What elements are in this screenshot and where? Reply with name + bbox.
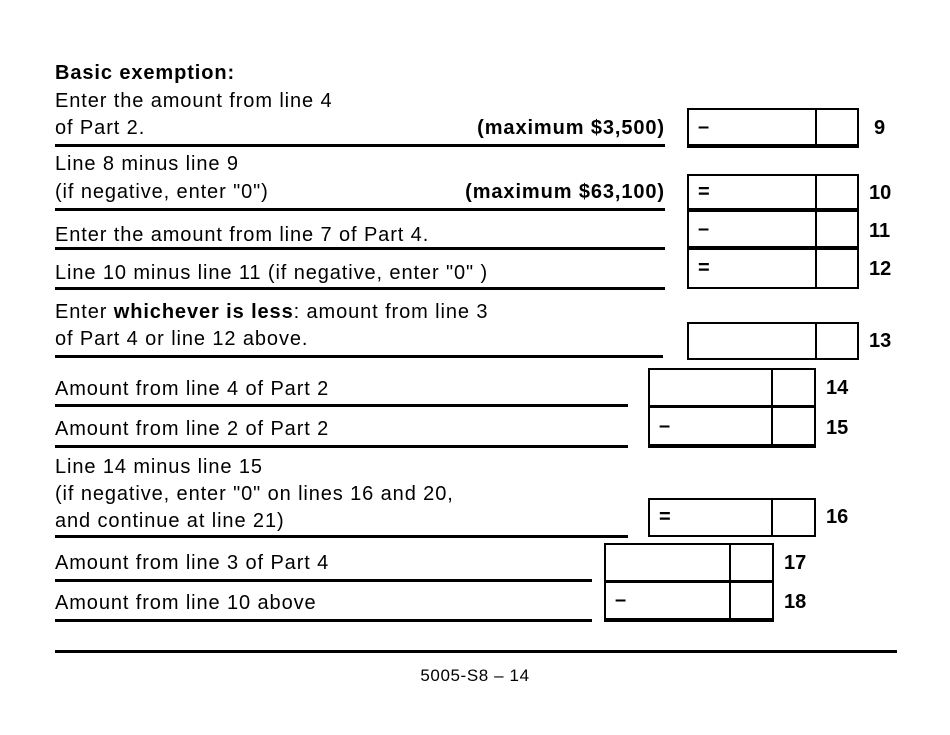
line14-amount-field[interactable]: [650, 370, 771, 405]
line13-cents-field[interactable]: [815, 324, 857, 358]
line15-label-1: Amount from line 2 of Part 2: [55, 418, 330, 440]
line17-amount-field[interactable]: [606, 545, 729, 580]
line16-label-3: and continue at line 21): [55, 510, 285, 532]
line9-amount-field[interactable]: –: [689, 110, 815, 144]
line13-amount-box: [687, 322, 859, 360]
line10-number: 10: [869, 181, 892, 204]
line9-amount-box: –: [687, 108, 859, 148]
line18-number: 18: [784, 591, 807, 613]
line14-amount-box: [648, 368, 816, 408]
line11-cents-field[interactable]: [815, 212, 857, 246]
minus-operator: –: [698, 115, 710, 138]
separator-line: [55, 247, 665, 250]
equals-operator: =: [698, 180, 710, 203]
line15-number: 15: [826, 416, 849, 439]
line15-cents-field[interactable]: [771, 408, 814, 444]
minus-operator: –: [659, 414, 671, 437]
minus-operator: –: [615, 589, 627, 611]
page-code: 5005-S8 – 14: [420, 666, 530, 685]
line12-amount-field[interactable]: =: [689, 250, 815, 287]
line17-cents-field[interactable]: [729, 545, 772, 580]
line18-amount-box: –: [604, 583, 774, 622]
line16-amount-field[interactable]: =: [650, 500, 771, 535]
line17-label-1: Amount from line 3 of Part 4: [55, 552, 330, 574]
line13-label-2: of Part 4 or line 12 above.: [55, 328, 309, 350]
minus-operator: –: [698, 217, 710, 240]
line12-label-1: Line 10 minus line 11 (if negative, ente…: [55, 262, 489, 284]
line13-text-post: : amount from line 3: [293, 301, 489, 323]
separator-line: [55, 619, 592, 622]
separator-line: [55, 535, 628, 538]
separator-line: [55, 144, 665, 147]
line12-number: 12: [869, 258, 892, 280]
line16-cents-field[interactable]: [771, 500, 814, 535]
line18-amount-field[interactable]: –: [606, 583, 729, 618]
line14-label-1: Amount from line 4 of Part 2: [55, 378, 330, 400]
line10-max-note: (maximum $63,100): [465, 181, 665, 203]
separator-line: [55, 287, 665, 290]
line11-label-1: Enter the amount from line 7 of Part 4.: [55, 224, 430, 246]
line9-label-2: of Part 2.: [55, 117, 146, 139]
separator-line: [55, 355, 663, 358]
line11-amount-box: –: [687, 212, 859, 250]
line11-amount-field[interactable]: –: [689, 212, 815, 246]
line17-amount-box: [604, 543, 774, 583]
line15-amount-box: –: [648, 408, 816, 448]
line13-number: 13: [869, 329, 892, 352]
line10-cents-field[interactable]: [815, 176, 857, 208]
separator-line: [55, 579, 592, 582]
section-heading: Basic exemption:: [55, 62, 236, 84]
line10-label-1: Line 8 minus line 9: [55, 153, 239, 175]
separator-line: [55, 208, 665, 211]
equals-operator: =: [659, 506, 671, 528]
footer-rule: [55, 650, 897, 653]
line9-label-1: Enter the amount from line 4: [55, 90, 333, 112]
line16-number: 16: [826, 506, 849, 528]
line15-amount-field[interactable]: –: [650, 408, 771, 444]
line10-label-2: (if negative, enter "0"): [55, 181, 269, 203]
line14-number: 14: [826, 376, 849, 399]
line13-amount-field[interactable]: [689, 324, 815, 358]
line18-label-1: Amount from line 10 above: [55, 592, 317, 614]
line14-cents-field[interactable]: [771, 370, 814, 405]
line13-label-1: Enter whichever is less: amount from lin…: [55, 301, 488, 324]
line13-text-pre: Enter: [55, 301, 114, 323]
line16-amount-box: =: [648, 498, 816, 537]
line9-cents-field[interactable]: [815, 110, 857, 144]
line12-cents-field[interactable]: [815, 250, 857, 287]
line18-cents-field[interactable]: [729, 583, 772, 618]
line10-amount-field[interactable]: =: [689, 176, 815, 208]
line16-label-2: (if negative, enter "0" on lines 16 and …: [55, 483, 454, 505]
line17-number: 17: [784, 551, 807, 574]
line9-number: 9: [874, 116, 886, 139]
equals-operator: =: [698, 257, 710, 279]
separator-line: [55, 445, 628, 448]
line10-amount-box: =: [687, 174, 859, 212]
line12-amount-box: =: [687, 250, 859, 289]
line16-label-1: Line 14 minus line 15: [55, 456, 263, 478]
line9-max-note: (maximum $3,500): [477, 117, 665, 139]
line13-text-bold: whichever is less: [113, 301, 294, 323]
line11-number: 11: [869, 219, 891, 242]
separator-line: [55, 404, 628, 407]
